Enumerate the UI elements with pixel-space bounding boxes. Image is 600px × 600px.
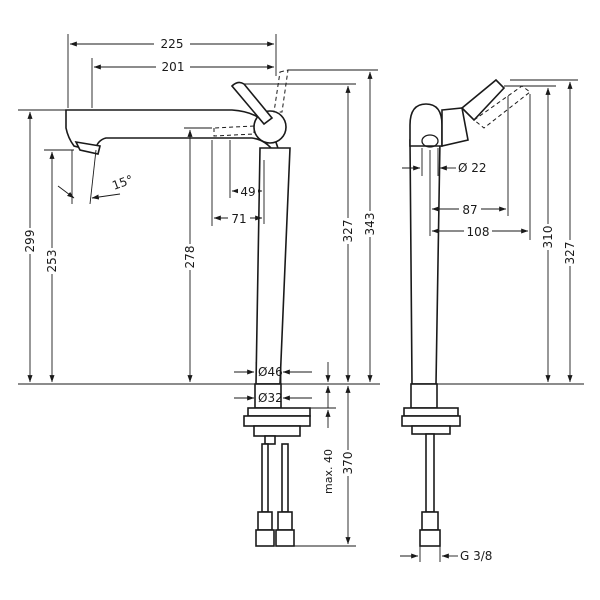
dim-370: 370	[341, 452, 355, 475]
front-hose-nut	[419, 529, 441, 547]
dim-49: 49	[240, 185, 255, 199]
dim-max-40: max. 40	[322, 449, 335, 494]
front-view: Ø 22 87 108 310 327 G 3/8	[400, 78, 584, 563]
faucet-body	[255, 147, 291, 385]
front-nut	[411, 425, 451, 435]
hose-fitting-right	[277, 511, 293, 531]
front-body	[409, 139, 441, 385]
dim-diameter-46: Ø46	[258, 365, 283, 379]
dim-diameter-22: Ø 22	[458, 161, 487, 175]
front-aerator	[421, 134, 439, 148]
side-view: 225 201 15° 49 71 299 253	[18, 34, 380, 547]
dim-15-degrees: 15°	[110, 172, 135, 192]
front-plate	[403, 407, 459, 417]
hose-left	[261, 443, 269, 513]
mounting-nipple	[264, 435, 276, 445]
hose-fitting-left	[257, 511, 273, 531]
hose-nut-right	[275, 529, 295, 547]
dim-225: 225	[161, 37, 184, 51]
mounting-nut	[253, 425, 301, 437]
dim-diameter-32: Ø32	[258, 391, 283, 405]
front-washer	[401, 415, 461, 427]
front-hose-fitting	[421, 511, 439, 531]
dim-327-side: 327	[341, 220, 355, 243]
front-hose	[425, 433, 435, 513]
dim-310: 310	[541, 226, 555, 249]
dim-253: 253	[45, 250, 59, 273]
front-cartridge	[441, 107, 469, 148]
dim-71: 71	[231, 212, 246, 226]
handle-lever	[230, 81, 274, 126]
dim-299: 299	[23, 230, 37, 253]
hose-nut-left	[255, 529, 275, 547]
dim-343: 343	[363, 213, 377, 236]
front-lever	[460, 78, 506, 122]
hose-right	[281, 443, 289, 513]
mounting-plate	[247, 407, 311, 417]
dim-327-front: 327	[563, 242, 577, 265]
dim-201: 201	[162, 60, 185, 74]
dim-87: 87	[462, 203, 477, 217]
front-stem	[410, 383, 438, 409]
dim-g-3-8: G 3/8	[460, 549, 492, 563]
mounting-washer	[243, 415, 311, 427]
aerator	[74, 140, 101, 155]
handle-alt-up	[273, 69, 289, 113]
dim-108: 108	[467, 225, 490, 239]
dim-278: 278	[183, 246, 197, 269]
